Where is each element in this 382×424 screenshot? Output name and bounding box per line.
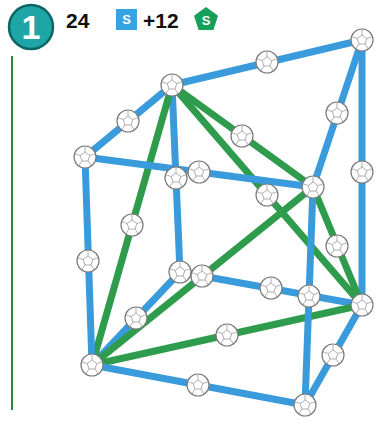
- node-text: S: [122, 13, 131, 26]
- count-label: 24: [66, 10, 89, 31]
- node-text: 1: [22, 10, 41, 44]
- blue-strut-icon: S: [116, 9, 137, 30]
- blue-struts: [85, 40, 362, 405]
- green-struts: [92, 85, 362, 365]
- step-badge: 1: [7, 3, 55, 51]
- blue-struts-front: [85, 157, 313, 405]
- green-strut-icon: S: [194, 7, 218, 30]
- node-text: S: [202, 14, 211, 27]
- connector-balls: [74, 29, 373, 416]
- count-label: +12: [143, 10, 179, 31]
- margin-rule: [11, 56, 13, 410]
